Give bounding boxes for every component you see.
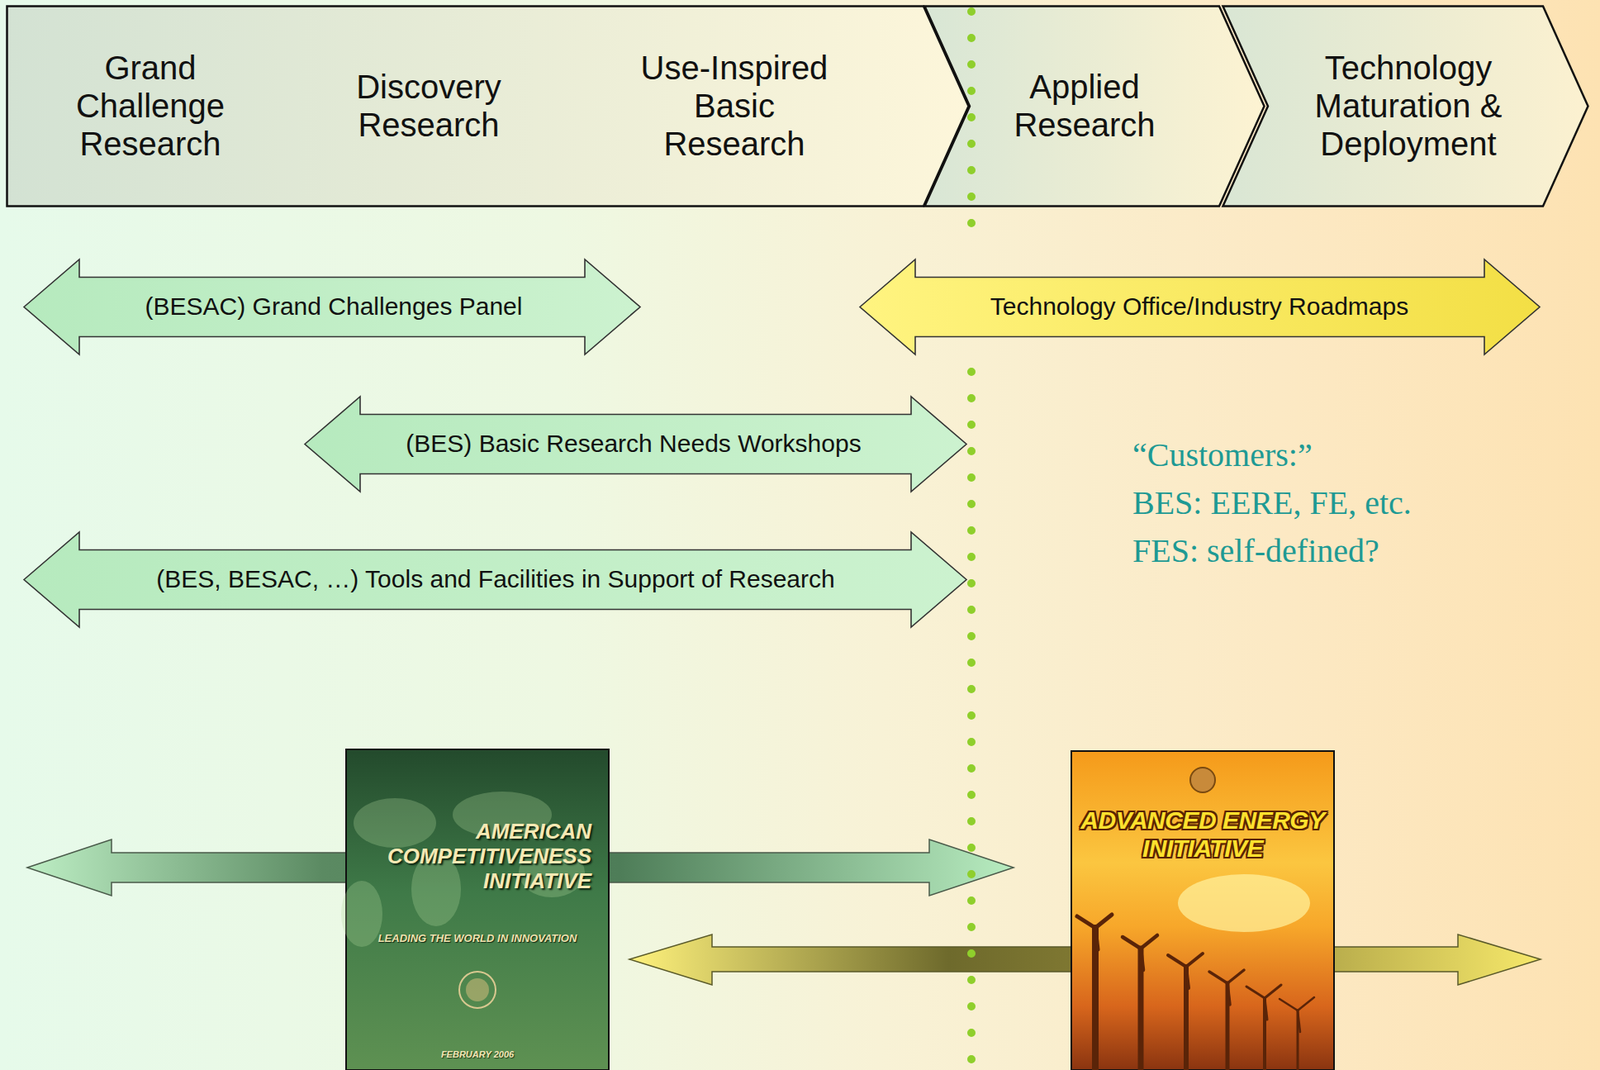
turbine-blade <box>1077 916 1096 928</box>
turbine-blade <box>1140 948 1144 970</box>
customers-note: “Customers:”BES: EERE, FE, etc.FES: self… <box>1132 431 1412 575</box>
double-arrow-outline <box>23 531 967 627</box>
note-line: “Customers:” <box>1132 431 1412 480</box>
note-line: BES: EERE, FE, etc. <box>1132 479 1412 528</box>
turbine-tower <box>1138 948 1145 1070</box>
scope-double-arrow: Technology Office/Industry Roadmaps <box>859 258 1541 356</box>
stage-chevron: Applied Research <box>923 4 1266 208</box>
sun-glow <box>1177 873 1311 932</box>
globe-map <box>353 797 437 848</box>
cover-background <box>1071 750 1335 1070</box>
turbine-blade <box>1122 936 1141 949</box>
divider-dots <box>967 11 976 248</box>
double-arrow-outline <box>23 259 641 355</box>
turbine-blade <box>1186 966 1189 988</box>
turbine-blade <box>1264 997 1268 1020</box>
arrow-label: Technology Office/Industry Roadmaps <box>922 292 1477 322</box>
turbine-blade <box>1186 953 1203 967</box>
turbine-blade <box>1227 982 1230 1005</box>
arrow-label: (BES, BESAC, …) Tools and Facilities in … <box>86 564 905 594</box>
stage-label: Use-Inspired Basic Research <box>618 48 850 163</box>
note-line: FES: self-defined? <box>1132 527 1412 575</box>
arrow-label: (BES) Basic Research Needs Workshops <box>365 429 903 459</box>
double-arrow-outline <box>859 259 1540 355</box>
divider-dots <box>967 371 976 1062</box>
turbine-blade <box>1279 998 1298 1011</box>
turbine-blade <box>1227 969 1244 983</box>
cover-subtitle: LEADING THE WORLD IN INNOVATION <box>356 931 599 945</box>
cover-title: ADVANCED ENERGY INITIATIVE <box>1080 806 1325 862</box>
globe-map <box>341 880 383 947</box>
seal <box>465 978 490 1002</box>
stage-chevron-outline <box>7 6 969 207</box>
stage-chevron: Grand Challenge Research Discovery Resear… <box>5 4 970 208</box>
turbine-blade <box>1167 954 1187 967</box>
seal <box>1190 767 1216 793</box>
stage-chevron-shape <box>923 4 1266 208</box>
report-cover-shape <box>1070 750 1335 1070</box>
turbine-blade <box>1297 997 1315 1011</box>
double-arrow-outline <box>304 396 967 492</box>
turbine-blade <box>1297 1010 1301 1032</box>
scope-double-arrow: (BES, BESAC, …) Tools and Facilities in … <box>23 531 968 628</box>
turbine-blade <box>1246 986 1265 998</box>
turbine-tower <box>1183 966 1189 1070</box>
stage-chevron-outline <box>1223 6 1589 207</box>
report-cover: ADVANCED ENERGY INITIATIVE <box>1070 750 1335 1070</box>
stage-chevron-outline <box>925 6 1265 207</box>
cover-title: AMERICAN COMPETITIVENESS INITIATIVE <box>363 819 592 894</box>
stage-label: Technology Maturation & Deployment <box>1296 48 1520 163</box>
turbine-tower <box>1262 997 1267 1070</box>
stage-label: Discovery Research <box>325 67 532 144</box>
turbine-blade <box>1264 984 1282 998</box>
scope-double-arrow: (BESAC) Grand Challenges Panel <box>23 258 641 356</box>
cover-date: FEBRUARY 2006 <box>378 1049 577 1060</box>
arrow-label: (BESAC) Grand Challenges Panel <box>85 292 582 322</box>
report-cover-shape <box>345 748 610 1070</box>
cover-background <box>346 749 609 1070</box>
stage-chevron: Technology Maturation & Deployment <box>1221 4 1590 208</box>
wind-turbines <box>1077 914 1315 1070</box>
stage-label: Grand Challenge Research <box>47 48 254 163</box>
turbine-blade <box>1095 914 1112 928</box>
turbine-tower <box>1091 927 1099 1070</box>
turbine-blade <box>1209 971 1228 983</box>
turbine-blade <box>1095 927 1098 950</box>
report-cover: AMERICAN COMPETITIVENESS INITIATIVE LEADI… <box>345 748 610 1070</box>
scope-double-arrow: (BES) Basic Research Needs Workshops <box>303 395 968 493</box>
seal <box>459 971 496 1008</box>
stage-label: Applied Research <box>973 67 1197 144</box>
turbine-blade <box>1140 935 1158 949</box>
turbine-tower <box>1225 982 1230 1070</box>
